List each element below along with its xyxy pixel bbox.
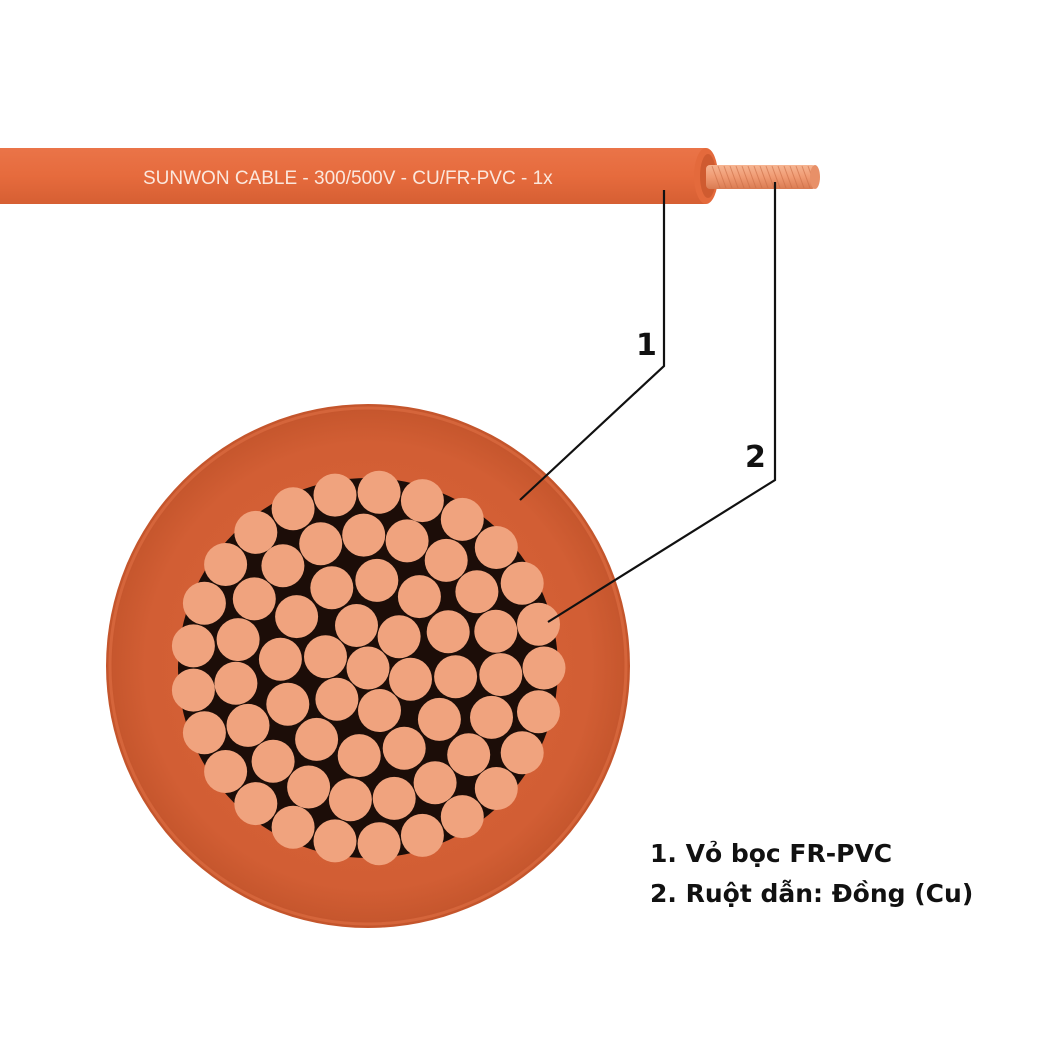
copper-strand	[335, 604, 378, 647]
copper-strand	[271, 487, 315, 531]
copper-strand	[474, 767, 518, 810]
copper-strand	[479, 653, 523, 697]
copper-strand	[232, 577, 276, 621]
copper-strand	[389, 657, 432, 701]
strand-line	[783, 165, 793, 189]
legend-item-2: 2. Ruột dẫn: Đồng (Cu)	[650, 879, 973, 908]
strand-line	[795, 165, 805, 189]
copper-strand	[522, 646, 566, 690]
copper-strand	[447, 733, 491, 777]
copper-strand	[517, 690, 560, 734]
copper-strand	[355, 558, 399, 602]
copper-strand	[216, 618, 260, 662]
legend-item-1: 1. Vỏ bọc FR-PVC	[650, 839, 892, 868]
copper-strand	[182, 581, 226, 625]
strand-line	[723, 165, 733, 189]
copper-strand	[474, 526, 518, 569]
copper-strand	[357, 470, 401, 514]
copper-strand	[397, 575, 441, 619]
copper-strand	[434, 655, 478, 699]
copper-strand	[357, 822, 401, 866]
copper-strand	[342, 513, 386, 557]
strand-line	[711, 165, 721, 189]
copper-strand	[517, 602, 560, 646]
copper-strand	[275, 595, 319, 639]
legend: 1. Vỏ bọc FR-PVC 2. Ruột dẫn: Đồng (Cu)	[650, 839, 973, 908]
copper-strand	[258, 637, 302, 681]
copper-strand	[313, 819, 357, 863]
copper-strand	[295, 717, 339, 761]
copper-strand	[171, 668, 215, 712]
copper-strand	[474, 609, 518, 653]
copper-strand	[377, 615, 421, 659]
copper-strand	[171, 624, 215, 668]
copper-strand	[470, 695, 513, 739]
conductor-strands	[171, 470, 566, 866]
copper-strand	[204, 543, 248, 586]
copper-strand	[372, 776, 416, 820]
copper-strand	[271, 805, 315, 849]
strand-line	[753, 165, 763, 189]
copper-strand	[400, 813, 444, 857]
copper-strand	[382, 726, 426, 770]
copper-strand	[234, 510, 278, 554]
copper-strand	[304, 635, 347, 679]
strand-line	[801, 165, 811, 189]
copper-strand	[315, 677, 359, 721]
callout-line-2	[547, 182, 777, 623]
copper-strand	[299, 522, 343, 566]
copper-strand	[346, 646, 390, 690]
strand-line	[741, 165, 751, 189]
strand-line	[735, 165, 745, 189]
cable-conductor	[706, 165, 816, 189]
cable-sheath	[0, 148, 706, 204]
copper-strand	[440, 497, 484, 541]
copper-strand	[204, 750, 248, 793]
copper-strand	[400, 479, 444, 523]
callout-number-2: 2	[745, 440, 766, 475]
copper-strand	[310, 566, 354, 610]
copper-strand	[182, 711, 226, 755]
copper-strand	[226, 703, 270, 747]
copper-strand	[287, 765, 331, 809]
copper-strand	[424, 538, 468, 582]
copper-strand	[266, 682, 310, 726]
strand-line	[777, 165, 787, 189]
callout-number-1: 1	[636, 328, 657, 363]
copper-strand	[500, 731, 544, 775]
copper-strand	[385, 519, 429, 563]
strand-line	[771, 165, 781, 189]
copper-strand	[328, 778, 372, 822]
cable-conductor-end	[810, 165, 820, 189]
strand-line	[759, 165, 769, 189]
copper-strand	[500, 561, 544, 605]
copper-strand	[251, 739, 295, 783]
callout-line-1	[519, 190, 666, 501]
strand-line	[717, 165, 727, 189]
copper-strand	[261, 544, 305, 588]
copper-strand	[234, 782, 278, 826]
cable-print-text: SUNWON CABLE - 300/500V - CU/FR-PVC - 1x	[143, 168, 553, 189]
copper-strand	[455, 570, 499, 614]
strand-line	[789, 165, 799, 189]
copper-strand	[214, 661, 258, 705]
strand-line	[729, 165, 739, 189]
copper-strand	[358, 689, 401, 732]
strand-line	[747, 165, 757, 189]
callout-lines	[519, 182, 777, 623]
copper-strand	[337, 734, 381, 778]
copper-strand	[417, 697, 461, 741]
copper-strand	[440, 795, 484, 839]
strand-line	[765, 165, 775, 189]
cable-cross-section	[106, 404, 630, 928]
sheath-highlight-ring	[108, 406, 628, 926]
copper-strand	[313, 473, 357, 517]
copper-strand	[426, 610, 470, 654]
copper-strand	[413, 761, 457, 805]
cable-side-view: SUNWON CABLE - 300/500V - CU/FR-PVC - 1x	[0, 148, 820, 204]
